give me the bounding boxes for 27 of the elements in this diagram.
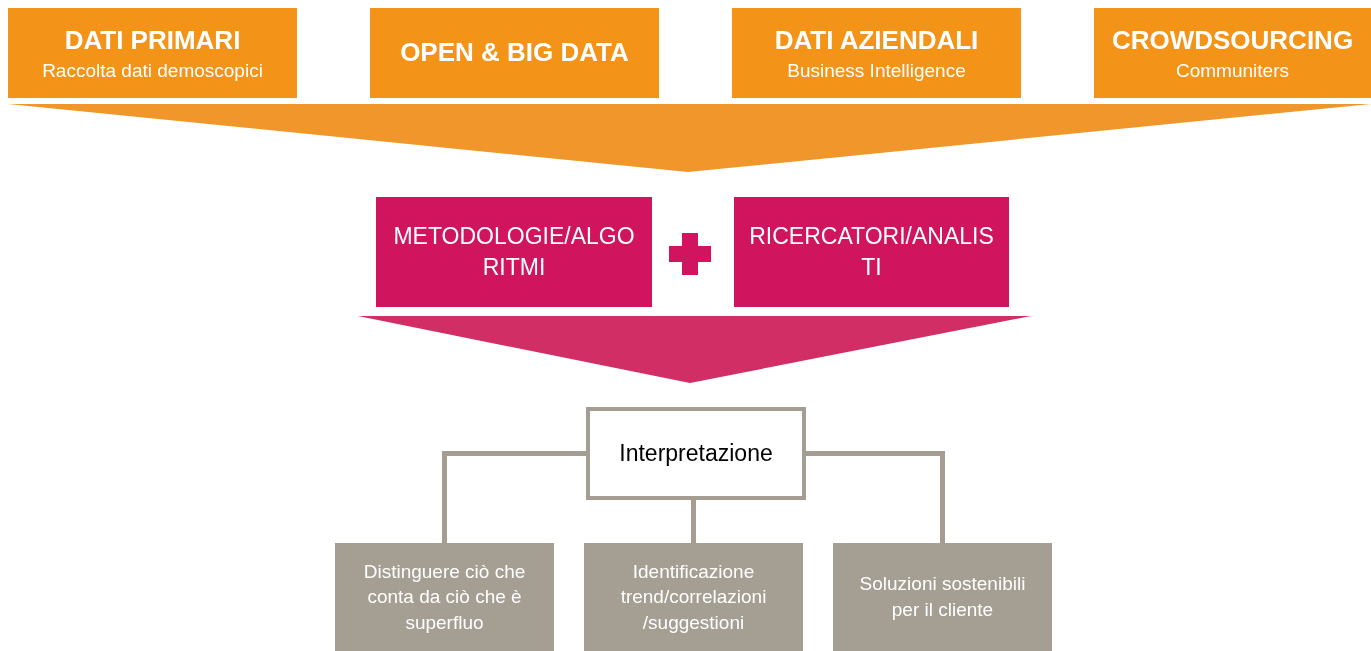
connector-line — [691, 500, 696, 543]
box-text: Business Intelligence — [787, 58, 966, 83]
box-text: Raccolta dati demoscopici — [42, 58, 263, 83]
box-text: OPEN & BIG DATA — [400, 36, 629, 70]
box-text: Interpretazione — [619, 438, 773, 468]
box-text: Communiters — [1176, 58, 1289, 83]
source-box — [732, 8, 1021, 98]
connector-line — [806, 451, 945, 543]
box-heading: CROWDSOURCING — [1111, 23, 1354, 57]
box-heading: DATI PRIMARI — [64, 23, 241, 57]
box-text: RICERCATORI/ANALISTI — [748, 221, 995, 282]
box-text: Distinguere ciò che conta da ciò che è superfluo — [362, 559, 527, 635]
connector-line — [442, 451, 586, 543]
box-heading: DATI AZIENDALI — [774, 23, 979, 57]
funnel-arrow — [358, 316, 1031, 383]
box-text: METODOLOGIE/ALGORITMI — [392, 221, 636, 282]
process-box — [376, 197, 652, 307]
box-text: Soluzioni sostenibili per il cliente — [858, 572, 1027, 622]
source-box — [8, 8, 297, 98]
outcome-box — [584, 543, 803, 651]
outcome-box — [833, 543, 1052, 651]
source-box — [370, 8, 659, 98]
source-box — [1094, 8, 1371, 98]
outcome-box — [335, 543, 554, 651]
result-box — [586, 407, 806, 500]
process-box — [734, 197, 1009, 307]
box-text: Identificazione trend/correlazioni /suggestioni — [619, 559, 768, 635]
